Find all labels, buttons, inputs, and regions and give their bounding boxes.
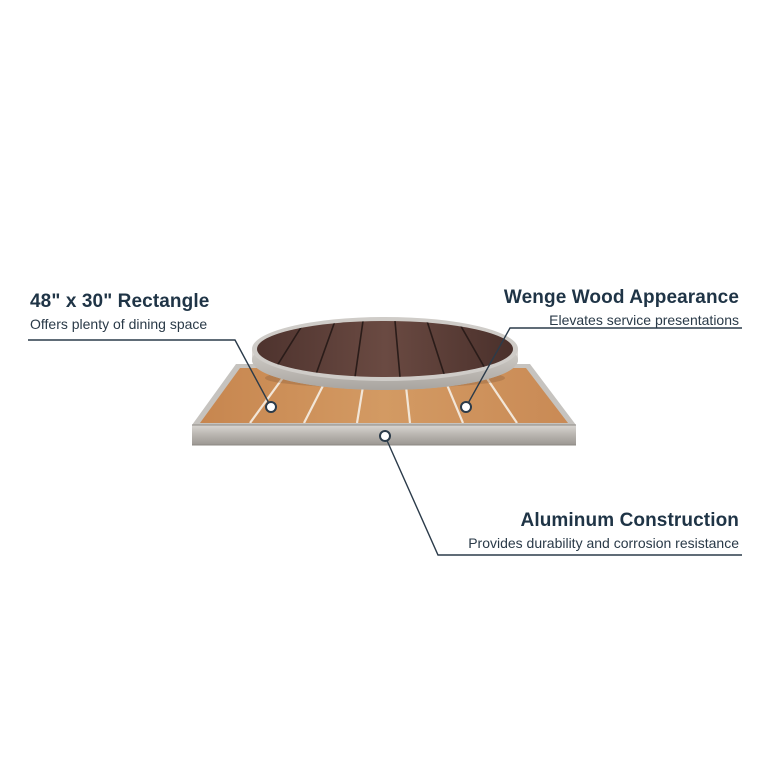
marker-dots <box>265 401 472 442</box>
callout-description: Elevates service presentations <box>549 312 739 328</box>
marker-dot-wenge <box>460 401 472 413</box>
callout-description: Offers plenty of dining space <box>30 316 208 332</box>
leader-lines <box>28 327 742 556</box>
marker-dot-rectangle <box>265 401 277 413</box>
callout-title: 48" x 30" Rectangle <box>30 291 210 312</box>
callout-aluminum-construction: Aluminum Construction Provides durabilit… <box>468 510 739 551</box>
leader-line-aluminum <box>384 435 742 556</box>
round-slat-gaps <box>269 321 491 377</box>
callout-title: Wenge Wood Appearance <box>503 287 739 308</box>
marker-dot-aluminum <box>379 430 391 442</box>
callout-rectangle-size: 48" x 30" Rectangle Offers plenty of din… <box>30 291 209 332</box>
callout-title: Aluminum Construction <box>520 510 739 531</box>
round-table-top <box>252 317 518 390</box>
callout-wenge-wood: Wenge Wood Appearance Elevates service p… <box>504 287 739 328</box>
callout-description: Provides durability and corrosion resist… <box>468 535 739 551</box>
leader-line-rectangle <box>28 339 272 408</box>
wenge-slat-surface <box>257 321 513 377</box>
leader-line-wenge <box>465 327 742 408</box>
